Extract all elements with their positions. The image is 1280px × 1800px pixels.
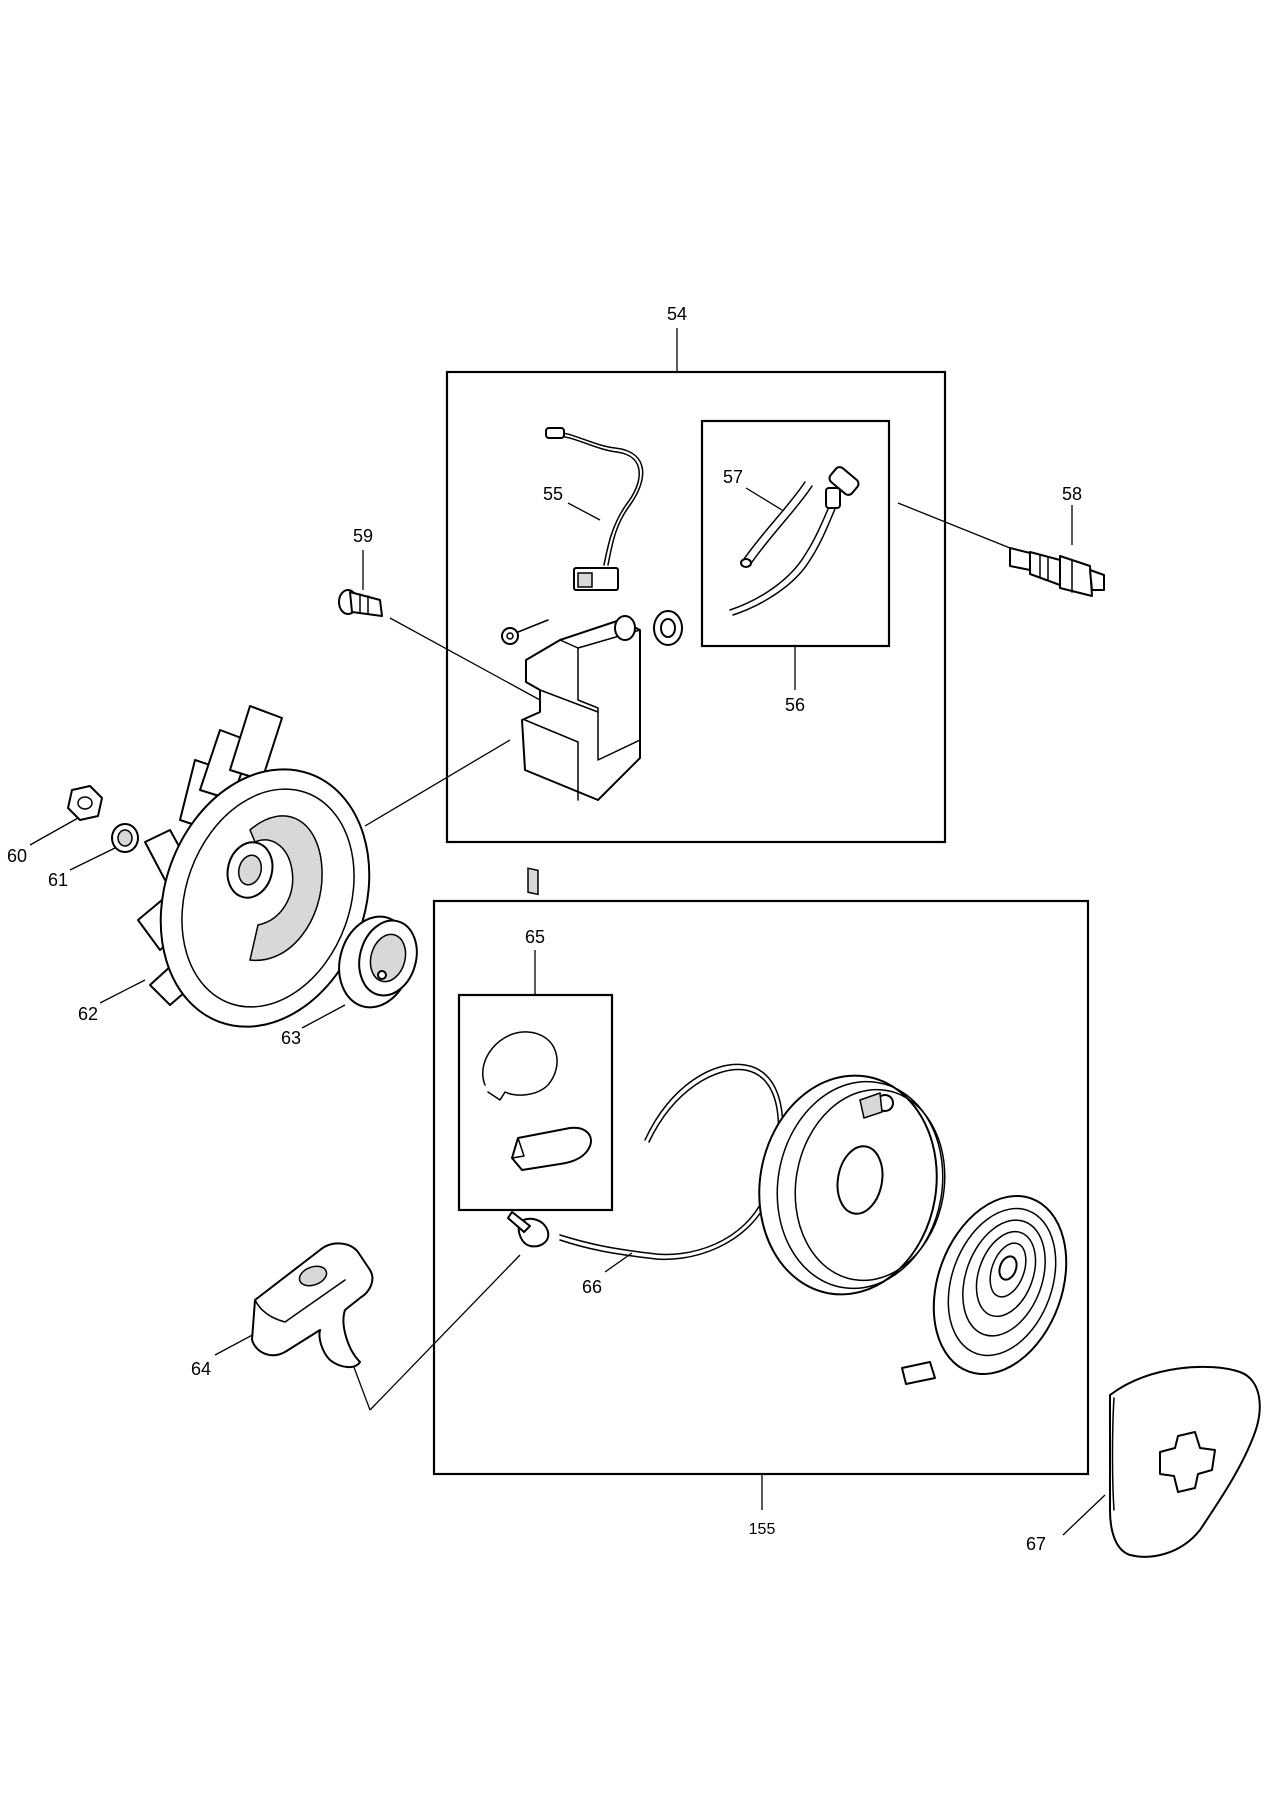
spring-clip-part-65 (482, 1031, 558, 1101)
label-63: 63 (281, 1028, 301, 1048)
leader-64-to-rope-b (369, 1254, 521, 1411)
assembly-box-54 (445, 370, 947, 844)
label-61: 61 (48, 870, 68, 890)
leader-61 (69, 847, 116, 871)
label-64: 64 (191, 1359, 211, 1379)
washer-part-61 (111, 823, 139, 853)
label-66: 66 (582, 1277, 602, 1297)
flywheel-part-62 (137, 705, 371, 1028)
label-62: 62 (78, 1004, 98, 1024)
recoil-spring (901, 1194, 1068, 1385)
assembly-box-155 (432, 899, 1090, 1476)
label-58: 58 (1062, 484, 1082, 504)
label-60: 60 (7, 846, 27, 866)
leader-57 (745, 487, 783, 511)
label-55: 55 (543, 484, 563, 504)
leader-62-to-box (364, 739, 511, 827)
leader-55 (567, 502, 601, 521)
label-54: 54 (667, 304, 687, 324)
starter-pulley (758, 1074, 946, 1296)
label-57: 57 (723, 467, 743, 487)
nut-part-60 (67, 785, 103, 821)
label-56: 56 (785, 695, 805, 715)
label-65: 65 (525, 927, 545, 947)
starter-handle-part-64 (251, 1242, 374, 1368)
leader-60 (29, 817, 79, 846)
leader-62 (99, 979, 146, 1004)
ratchet-part-63 (338, 915, 418, 1009)
assembly-box-56 (700, 419, 891, 648)
screw-part-59 (338, 589, 383, 617)
fuel-tube-part-57 (740, 481, 813, 568)
label-59: 59 (353, 526, 373, 546)
spark-plug-part-58 (1009, 547, 1105, 597)
leader-63 (301, 1004, 346, 1029)
wire-lead-part-55 (545, 427, 644, 591)
cover-plate-part-67 (1109, 1365, 1261, 1558)
leader-66 (604, 1252, 633, 1273)
leader-64-to-rope-a (351, 1361, 371, 1411)
ignition-coil-body (501, 610, 683, 896)
label-67: 67 (1026, 1534, 1046, 1554)
leader-59-to-coil (389, 617, 541, 701)
leader-58-to-box (897, 502, 1011, 549)
label-155: 155 (749, 1521, 776, 1538)
assembly-box-65 (457, 993, 614, 1212)
leader-64 (214, 1331, 259, 1356)
leader-67 (1062, 1494, 1106, 1536)
plug-wire-part-56 (729, 466, 860, 616)
pawl-part-65 (511, 1126, 592, 1171)
